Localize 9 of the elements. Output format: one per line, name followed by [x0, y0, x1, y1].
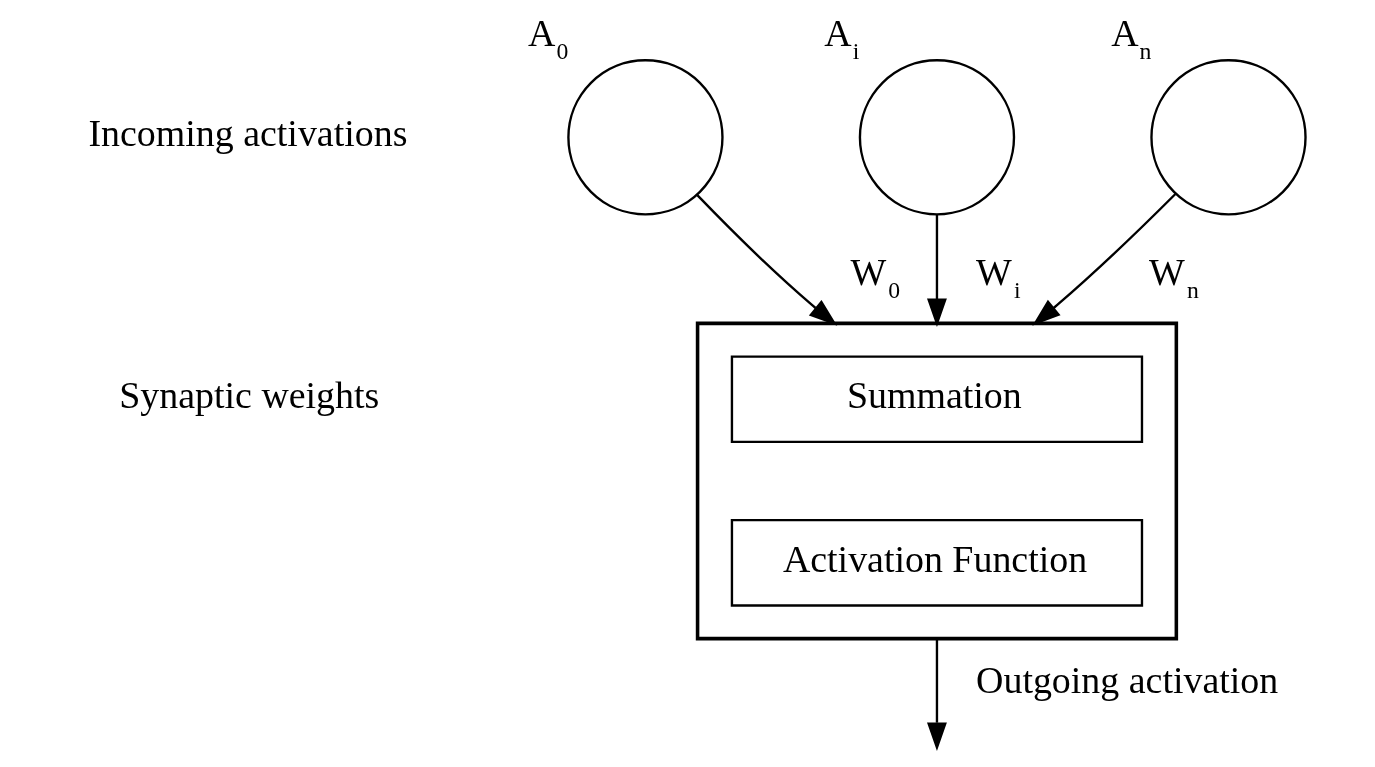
edge-label: Outgoing activation	[976, 658, 1279, 701]
node-label: A$_{i}$	[824, 11, 860, 64]
edge-label: W$_{0}$	[850, 251, 901, 303]
edge-label: W$_{n}$	[1149, 251, 1199, 303]
label: Incoming activations	[88, 112, 408, 155]
label: Synaptic weights	[119, 374, 380, 417]
edge-label: W$_{i}$	[976, 251, 1021, 303]
node-label: A$_{n}$	[1111, 11, 1152, 64]
node-label: A$_{0}$	[528, 11, 569, 64]
